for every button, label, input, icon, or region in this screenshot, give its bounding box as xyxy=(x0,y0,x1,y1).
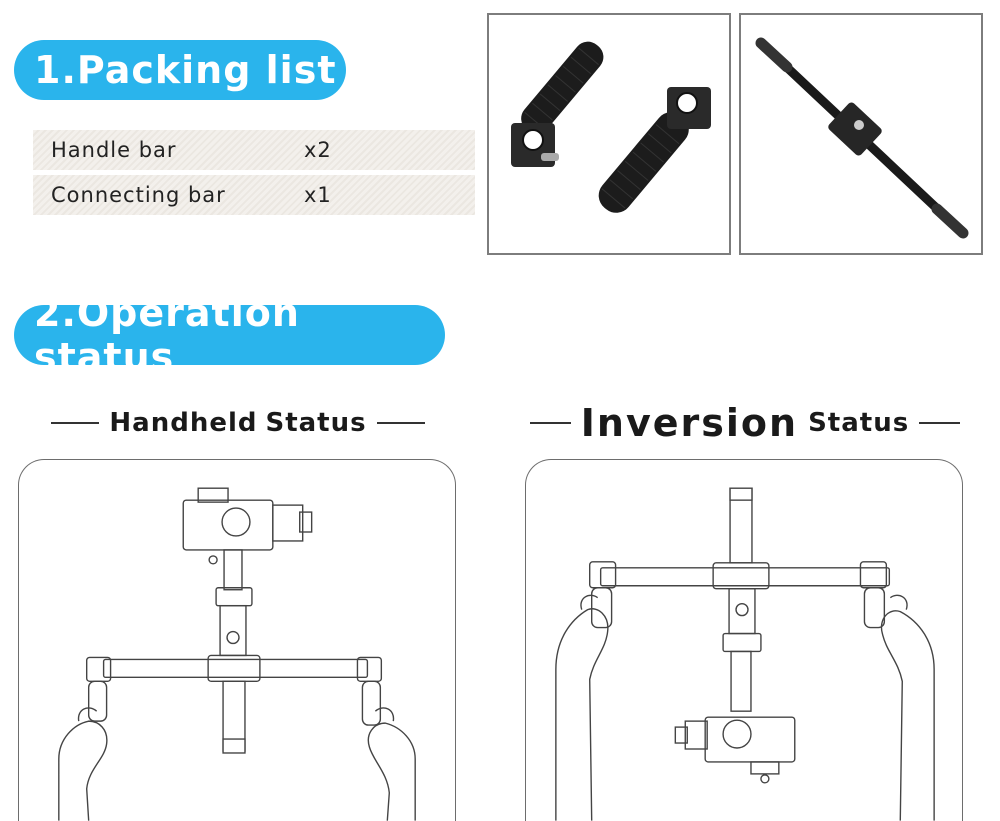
packing-item: Handle bar x2 xyxy=(33,130,475,170)
inversion-status-heading: Inversion Status xyxy=(520,398,970,448)
handheld-status-heading: Handheld Status xyxy=(30,398,446,448)
inversion-diagram xyxy=(525,459,963,821)
status-label: Status xyxy=(265,408,367,438)
packing-item-name: Handle bar xyxy=(51,138,177,162)
handheld-label: Handheld xyxy=(109,408,258,438)
packing-item: Connecting bar x1 xyxy=(33,175,475,215)
packing-list-heading: 1.Packing list xyxy=(14,40,346,100)
inversion-label: Inversion xyxy=(580,401,799,445)
handle-bars-photo xyxy=(487,13,731,255)
connecting-bar-photo xyxy=(739,13,983,255)
handheld-diagram xyxy=(18,459,456,821)
packing-item-qty: x1 xyxy=(304,183,332,207)
status-label: Status xyxy=(808,408,910,438)
packing-item-qty: x2 xyxy=(304,138,332,162)
heading-rule xyxy=(51,422,100,424)
operation-status-heading: 2.Operation status xyxy=(14,291,445,379)
heading-rule xyxy=(919,422,960,424)
packing-item-name: Connecting bar xyxy=(51,183,226,207)
heading-rule xyxy=(376,422,425,424)
heading-rule xyxy=(530,422,571,424)
